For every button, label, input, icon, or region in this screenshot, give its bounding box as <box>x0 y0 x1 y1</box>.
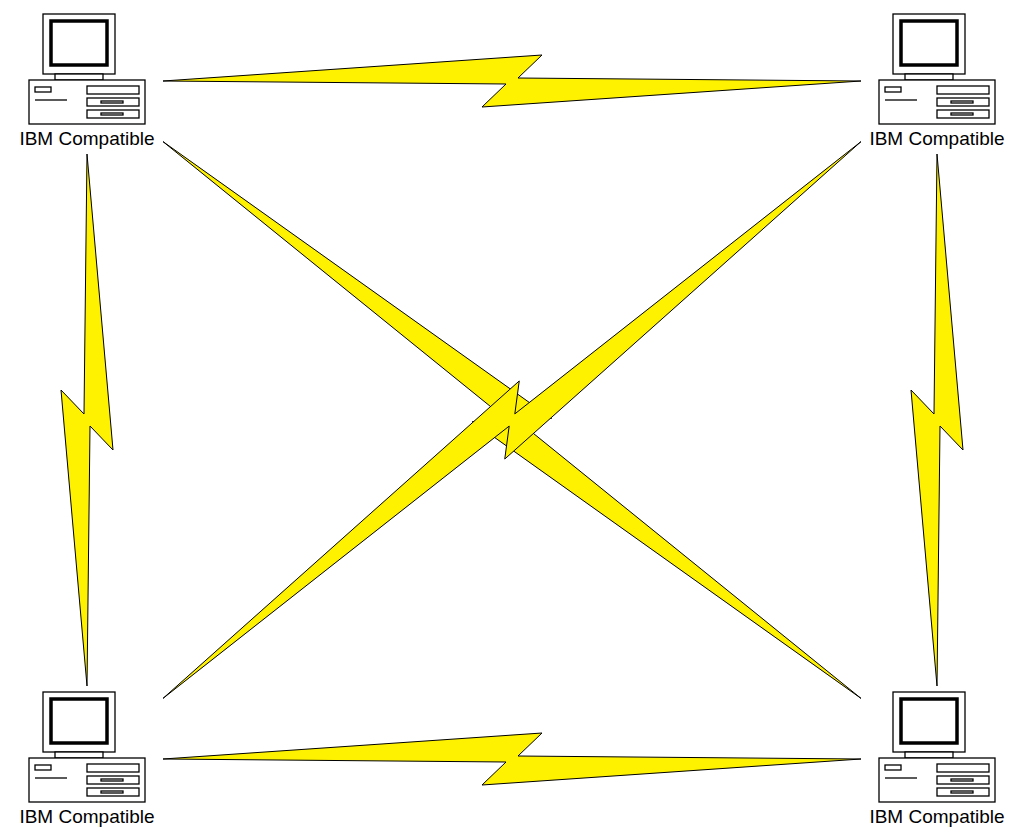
icon-part <box>29 758 145 802</box>
icon-part <box>43 692 115 752</box>
icon-part <box>879 80 995 124</box>
icon-part <box>29 80 145 124</box>
icon-part <box>87 776 139 784</box>
icon-part <box>101 113 123 115</box>
icon-part <box>87 98 139 106</box>
computer-icon <box>27 690 147 806</box>
lightning-link <box>911 154 963 686</box>
icon-part <box>101 791 123 793</box>
icon-part <box>87 764 139 772</box>
lightning-link <box>163 733 861 785</box>
icon-part <box>51 21 107 65</box>
icon-part <box>885 765 901 770</box>
icon-part <box>35 777 67 778</box>
icon-part <box>55 74 103 80</box>
icon-part <box>35 87 51 92</box>
icon-part <box>951 779 973 781</box>
icon-part <box>901 699 957 743</box>
computer-node: IBM Compatible <box>865 690 1009 828</box>
icon-part <box>87 86 139 94</box>
node-label: IBM Compatible <box>865 128 1009 150</box>
lightning-link <box>163 142 861 699</box>
icon-part <box>35 765 51 770</box>
icon-part <box>951 101 973 103</box>
node-label: IBM Compatible <box>15 128 159 150</box>
icon-part <box>901 21 957 65</box>
icon-part <box>879 758 995 802</box>
icon-part <box>937 788 989 796</box>
icon-part <box>893 14 965 74</box>
icon-part <box>55 752 103 758</box>
icon-part <box>87 110 139 118</box>
icon-part <box>43 14 115 74</box>
computer-icon <box>877 690 997 806</box>
icon-part <box>937 98 989 106</box>
icon-part <box>51 699 107 743</box>
icon-part <box>905 752 953 758</box>
icon-part <box>885 777 917 778</box>
icon-part <box>937 86 989 94</box>
lightning-link <box>163 142 861 699</box>
computer-node: IBM Compatible <box>15 12 159 150</box>
icon-part <box>937 110 989 118</box>
computer-node: IBM Compatible <box>15 690 159 828</box>
computer-node: IBM Compatible <box>865 12 1009 150</box>
node-label: IBM Compatible <box>15 806 159 828</box>
icon-part <box>951 791 973 793</box>
icon-part <box>101 101 123 103</box>
icon-part <box>35 99 67 100</box>
node-label: IBM Compatible <box>865 806 1009 828</box>
icon-part <box>885 87 901 92</box>
icon-part <box>885 99 917 100</box>
computer-icon <box>877 12 997 128</box>
computer-icon <box>27 12 147 128</box>
icon-part <box>905 74 953 80</box>
icon-part <box>937 776 989 784</box>
lightning-link <box>61 154 113 686</box>
icon-part <box>893 692 965 752</box>
icon-part <box>101 779 123 781</box>
icon-part <box>951 113 973 115</box>
icon-part <box>87 788 139 796</box>
lightning-link <box>163 55 861 107</box>
icon-part <box>937 764 989 772</box>
